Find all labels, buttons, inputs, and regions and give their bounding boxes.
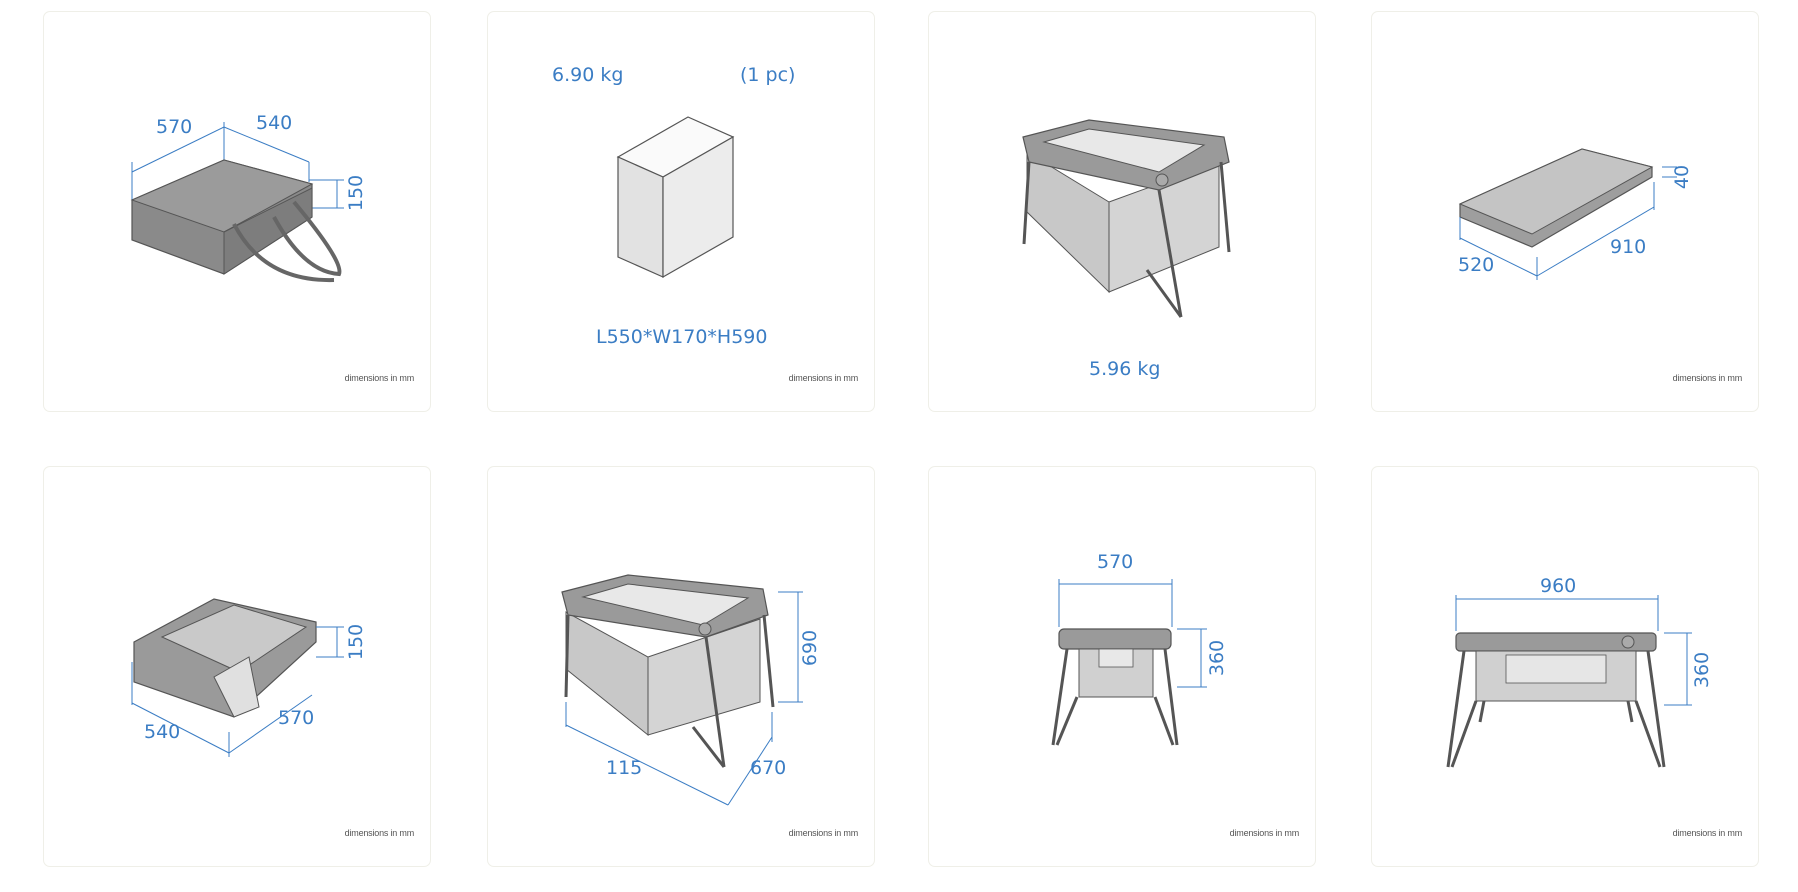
dim-label: 520 — [1458, 254, 1495, 276]
dimensions-note: dimensions in mm — [1672, 373, 1743, 383]
card-mattress[interactable]: 40 520 910 dimensions in mm — [1371, 11, 1759, 412]
cot-illustration — [1022, 119, 1231, 318]
box-quantity: (1 pc) — [740, 64, 796, 86]
dim-label: 115 — [606, 757, 643, 779]
card-cot-isometric[interactable]: 690 115 670 dimensions in mm — [487, 466, 875, 867]
card-cot-side[interactable]: 960 360 dimensions in mm — [1371, 466, 1759, 867]
dim-label: 570 — [1097, 551, 1134, 573]
carry-bag-illustration — [130, 122, 344, 283]
dim-label: 570 — [278, 707, 315, 729]
dim-label: 570 — [156, 116, 193, 138]
dimensions-note: dimensions in mm — [1672, 828, 1743, 838]
box-illustration — [616, 116, 735, 279]
box-size: L550*W170*H590 — [596, 326, 768, 348]
folded-cot-illustration — [131, 598, 344, 757]
dim-label: 910 — [1610, 236, 1647, 258]
cot-side-illustration — [1446, 595, 1692, 768]
card-cot-weight[interactable]: 5.96 kg — [928, 11, 1316, 412]
cot-front-illustration — [1051, 579, 1207, 746]
cot-weight: 5.96 kg — [1089, 358, 1161, 380]
dim-label: 670 — [750, 757, 787, 779]
dimensions-note: dimensions in mm — [788, 828, 859, 838]
dim-label: 40 — [1671, 164, 1694, 190]
dimensions-note: dimensions in mm — [1229, 828, 1300, 838]
card-carry-bag[interactable]: 570 540 150 dimensions in mm — [43, 11, 431, 412]
card-shipping-box[interactable]: 6.90 kg (1 pc) L550*W170*H590 dimensions… — [487, 11, 875, 412]
dimensions-note: dimensions in mm — [344, 828, 415, 838]
box-weight: 6.90 kg — [552, 64, 624, 86]
cot-isometric-illustration — [561, 574, 803, 806]
card-cot-front[interactable]: 570 360 dimensions in mm — [928, 466, 1316, 867]
dim-label: 540 — [256, 112, 293, 134]
dim-label: 360 — [1691, 651, 1714, 689]
dim-label: 150 — [345, 623, 368, 661]
dim-label: 690 — [799, 629, 822, 667]
dim-label: 960 — [1540, 575, 1577, 597]
dimensions-note: dimensions in mm — [344, 373, 415, 383]
dim-label: 360 — [1206, 639, 1229, 677]
mattress-illustration — [1458, 148, 1677, 280]
dim-label: 150 — [345, 174, 368, 212]
dimensions-note: dimensions in mm — [788, 373, 859, 383]
card-folded-cot[interactable]: 150 540 570 dimensions in mm — [43, 466, 431, 867]
dim-label: 540 — [144, 721, 181, 743]
